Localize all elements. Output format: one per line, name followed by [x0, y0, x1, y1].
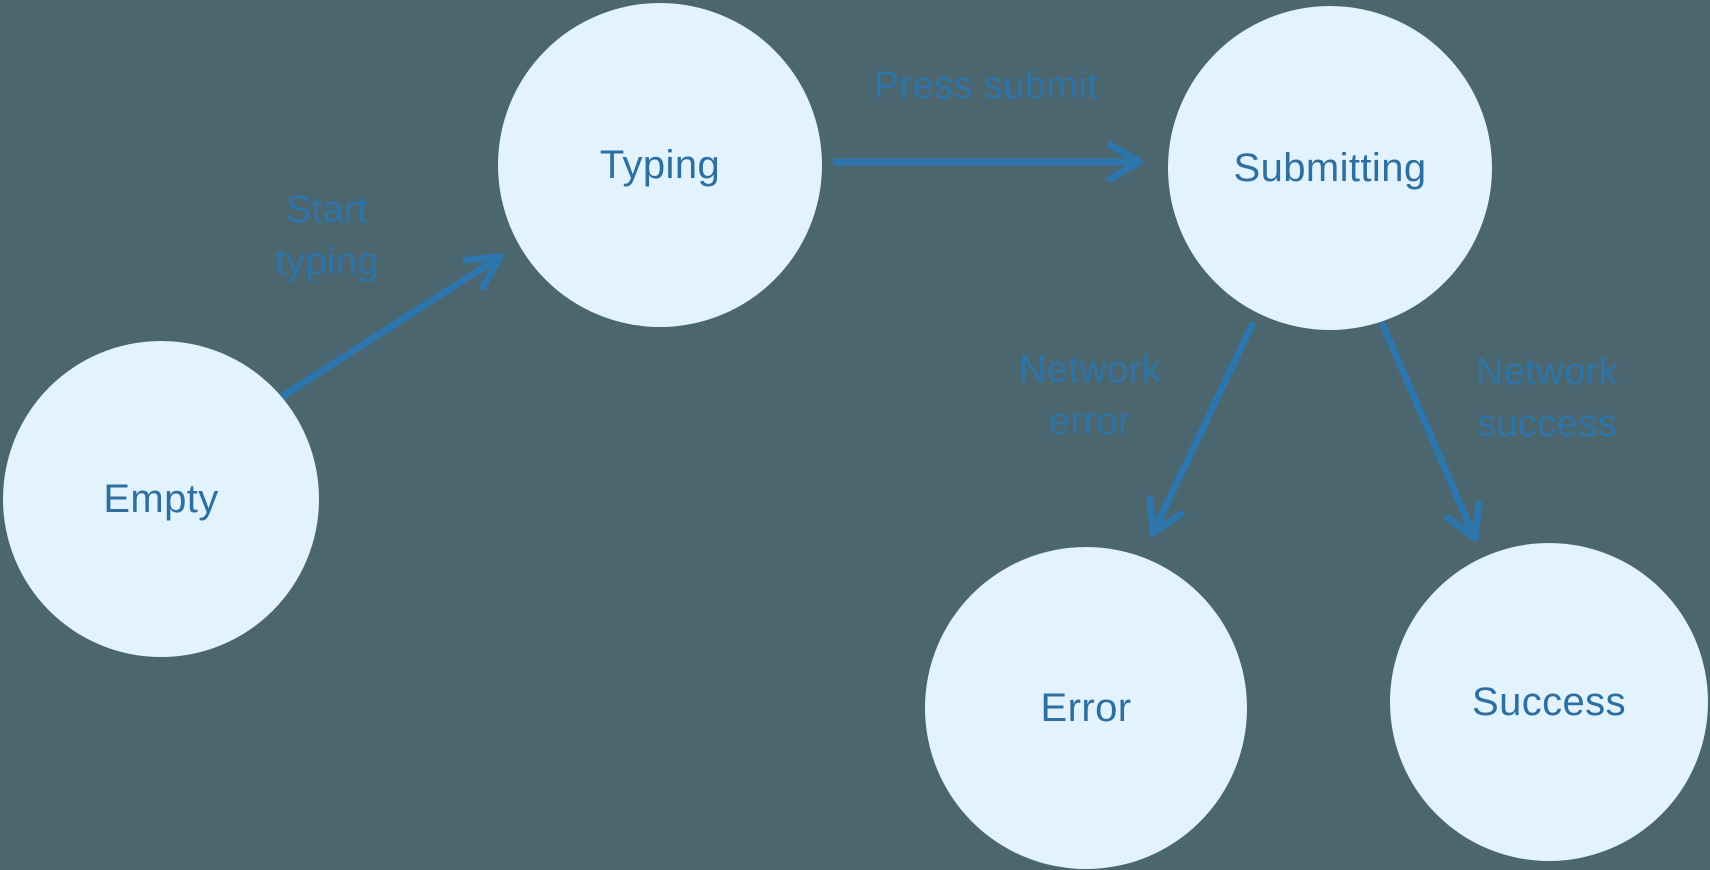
transition-label-line: Start: [285, 189, 369, 231]
state-node-empty: Empty: [3, 341, 319, 657]
arrow-submitting-to-error: [1146, 321, 1256, 537]
state-node-success: Success: [1390, 543, 1708, 861]
state-node-submitting: Submitting: [1168, 6, 1492, 330]
state-label-error: Error: [1040, 685, 1132, 730]
transition-label-network-error: Network error: [1019, 344, 1161, 448]
transition-label-line: Press submit: [873, 65, 1099, 107]
arrow-submitting-to-success: [1379, 321, 1483, 542]
transition-label-line: success: [1476, 403, 1618, 445]
state-label-submitting: Submitting: [1233, 145, 1427, 190]
transition-label-line: error: [1048, 401, 1132, 443]
arrow-typing-to-submitting: [832, 141, 1144, 183]
transition-label-line: Network: [1018, 349, 1162, 391]
state-label-typing: Typing: [599, 142, 721, 187]
transition-label-press-submit: Press submit: [874, 60, 1098, 112]
transition-label-line: typing: [275, 241, 379, 283]
state-node-typing: Typing: [498, 3, 822, 327]
arrow-empty-to-typing: [279, 253, 504, 400]
state-node-error: Error: [925, 547, 1247, 869]
transition-label-line: Network: [1475, 351, 1619, 393]
state-label-empty: Empty: [103, 476, 219, 521]
transition-label-start-typing: Start typing: [275, 184, 379, 288]
transition-label-network-success: Network success: [1476, 346, 1618, 450]
state-label-success: Success: [1472, 679, 1626, 724]
